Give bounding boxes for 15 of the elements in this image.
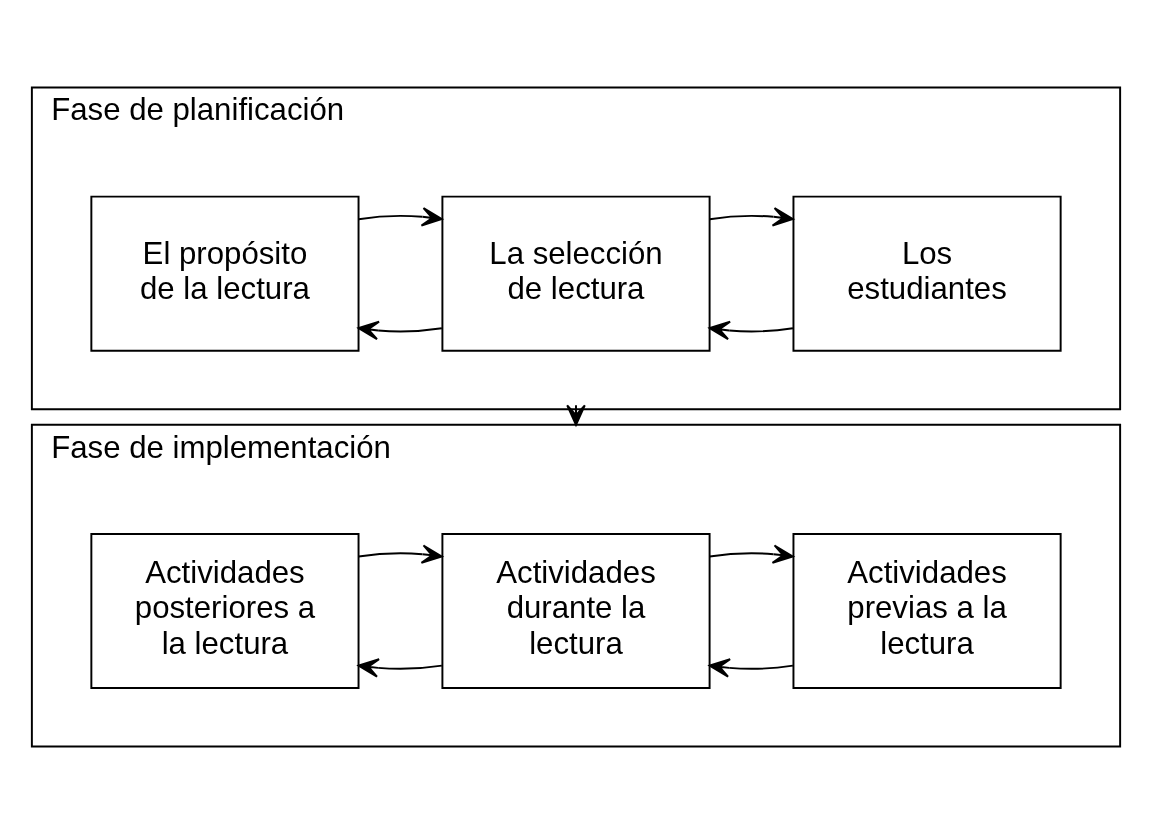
arrow [357,320,443,341]
arrow [708,658,794,678]
arrow [357,658,443,678]
arrow [357,207,443,227]
arrow [357,544,443,564]
node-box: La selección de lectura [441,195,711,352]
node-box: Actividades posteriores a la lectura [90,533,360,690]
node-box: Actividades durante la lectura [441,533,711,690]
arrow [708,207,794,227]
node-box: El propósito de la lectura [90,195,360,352]
node-box: Actividades previas a la lectura [792,533,1062,690]
arrow [566,404,586,426]
arrow [708,320,794,341]
node-box: Los estudiantes [792,195,1062,352]
arrow [708,544,794,564]
